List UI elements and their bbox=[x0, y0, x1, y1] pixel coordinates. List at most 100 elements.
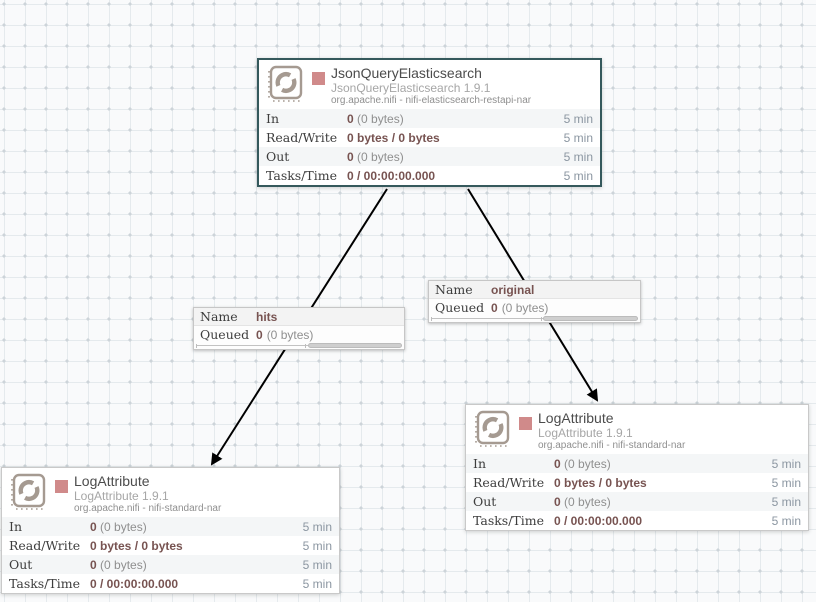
stat-row-out: Out 0 (0 bytes) 5 min bbox=[466, 492, 808, 511]
stat-row-readwrite: Read/Write 0 bytes / 0 bytes 5 min bbox=[466, 473, 808, 492]
stat-window: 5 min bbox=[302, 519, 332, 534]
processor-header: LogAttribute LogAttribute 1.9.1 org.apac… bbox=[2, 468, 339, 517]
stat-row-readwrite: Read/Write 0 bytes / 0 bytes 5 min bbox=[2, 536, 339, 555]
scrollbar-track bbox=[431, 317, 638, 321]
stat-label: Read/Write bbox=[9, 538, 81, 553]
stat-value: 0 bbox=[554, 456, 561, 471]
stat-window: 5 min bbox=[563, 130, 593, 145]
stat-window: 5 min bbox=[771, 494, 801, 509]
stat-detail: (0 bytes) bbox=[353, 149, 404, 164]
processor-bundle: org.apache.nifi - nifi-standard-nar bbox=[74, 503, 222, 514]
stat-window: 5 min bbox=[302, 576, 332, 591]
processor-stamp-icon bbox=[266, 64, 306, 106]
stopped-indicator-icon bbox=[519, 417, 532, 430]
stat-value: 0 bbox=[90, 519, 97, 534]
stat-detail: (0 bytes) bbox=[96, 519, 147, 534]
stat-row-taskstime: Tasks/Time 0 / 00:00:00.000 5 min bbox=[259, 166, 600, 185]
stat-label: Tasks/Time bbox=[266, 168, 338, 183]
stat-value: 0 / 00:00:00.000 bbox=[554, 513, 643, 528]
stat-window: 5 min bbox=[771, 475, 801, 490]
stat-value: 0 bbox=[347, 111, 354, 126]
processor-version: JsonQueryElasticsearch 1.9.1 bbox=[331, 81, 491, 95]
stat-detail: (0 bytes) bbox=[560, 494, 611, 509]
processor-title: LogAttribute bbox=[74, 474, 150, 489]
connection-name-value: original bbox=[491, 282, 535, 297]
stat-window: 5 min bbox=[563, 149, 593, 164]
stat-value: 0 bbox=[90, 557, 97, 572]
processor-title: LogAttribute bbox=[538, 411, 614, 426]
connection-queued-key: Queued bbox=[435, 300, 485, 315]
stat-detail: (0 bytes) bbox=[560, 456, 611, 471]
connection-name-row: Name original bbox=[429, 281, 640, 299]
stat-row-taskstime: Tasks/Time 0 / 00:00:00.000 5 min bbox=[466, 511, 808, 530]
connection-queued-detail: (0 bytes) bbox=[266, 327, 314, 342]
stat-value: 0 bytes / 0 bytes bbox=[554, 475, 647, 490]
connection-queued-key: Queued bbox=[200, 327, 250, 342]
scrollbar-thumb[interactable] bbox=[543, 316, 638, 321]
stat-window: 5 min bbox=[771, 456, 801, 471]
stat-row-out: Out 0 (0 bytes) 5 min bbox=[259, 147, 600, 166]
stat-label: In bbox=[266, 111, 279, 126]
connection-name-key: Name bbox=[435, 282, 473, 297]
processor-version: LogAttribute 1.9.1 bbox=[538, 426, 633, 440]
processor-stats: In 0 (0 bytes) 5 min Read/Write 0 bytes … bbox=[466, 454, 808, 530]
connection-queued-value: 0 bbox=[491, 300, 498, 315]
stat-row-in: In 0 (0 bytes) 5 min bbox=[466, 454, 808, 473]
stat-label: Read/Write bbox=[473, 475, 545, 490]
stat-window: 5 min bbox=[302, 538, 332, 553]
label-scrollbar[interactable] bbox=[194, 343, 404, 349]
processor-header: JsonQueryElasticsearch JsonQueryElastics… bbox=[259, 60, 600, 109]
processor-stamp-icon bbox=[473, 409, 513, 451]
processor-jsonqueryelasticsearch[interactable]: JsonQueryElasticsearch JsonQueryElastics… bbox=[257, 58, 602, 187]
processor-stats: In 0 (0 bytes) 5 min Read/Write 0 bytes … bbox=[2, 517, 339, 593]
connection-name-value: hits bbox=[256, 309, 278, 324]
stat-value: 0 bbox=[347, 149, 354, 164]
stat-label: Out bbox=[9, 557, 33, 572]
processor-stats: In 0 (0 bytes) 5 min Read/Write 0 bytes … bbox=[259, 109, 600, 185]
processor-logattribute-right[interactable]: LogAttribute LogAttribute 1.9.1 org.apac… bbox=[465, 404, 809, 531]
stat-value: 0 bytes / 0 bytes bbox=[347, 130, 440, 145]
stopped-indicator-icon bbox=[312, 72, 325, 85]
stat-window: 5 min bbox=[771, 513, 801, 528]
scrollbar-thumb[interactable] bbox=[307, 343, 402, 348]
stat-window: 5 min bbox=[563, 111, 593, 126]
stat-detail: (0 bytes) bbox=[353, 111, 404, 126]
stat-value: 0 / 00:00:00.000 bbox=[90, 576, 179, 591]
processor-header: LogAttribute LogAttribute 1.9.1 org.apac… bbox=[466, 405, 808, 454]
stat-row-out: Out 0 (0 bytes) 5 min bbox=[2, 555, 339, 574]
stat-row-in: In 0 (0 bytes) 5 min bbox=[2, 517, 339, 536]
stat-row-readwrite: Read/Write 0 bytes / 0 bytes 5 min bbox=[259, 128, 600, 147]
connection-queued-value: 0 bbox=[256, 327, 263, 342]
connection-queued-row: Queued 0 (0 bytes) bbox=[429, 299, 640, 316]
label-scrollbar[interactable] bbox=[429, 316, 640, 322]
stat-row-in: In 0 (0 bytes) 5 min bbox=[259, 109, 600, 128]
stat-detail: (0 bytes) bbox=[96, 557, 147, 572]
stat-window: 5 min bbox=[563, 168, 593, 183]
stat-label: In bbox=[473, 456, 486, 471]
processor-logattribute-left[interactable]: LogAttribute LogAttribute 1.9.1 org.apac… bbox=[1, 467, 340, 594]
processor-bundle: org.apache.nifi - nifi-elasticsearch-res… bbox=[331, 95, 532, 106]
processor-version: LogAttribute 1.9.1 bbox=[74, 489, 169, 503]
stat-label: Out bbox=[266, 149, 290, 164]
connection-name-key: Name bbox=[200, 309, 238, 324]
stat-value: 0 / 00:00:00.000 bbox=[347, 168, 436, 183]
stat-label: Read/Write bbox=[266, 130, 338, 145]
stat-window: 5 min bbox=[302, 557, 332, 572]
stat-label: Tasks/Time bbox=[9, 576, 81, 591]
connection-label-hits[interactable]: Name hits Queued 0 (0 bytes) bbox=[193, 307, 405, 350]
stat-row-taskstime: Tasks/Time 0 / 00:00:00.000 5 min bbox=[2, 574, 339, 593]
stopped-indicator-icon bbox=[55, 480, 68, 493]
processor-stamp-icon bbox=[9, 472, 49, 514]
stat-label: Out bbox=[473, 494, 497, 509]
connection-label-original[interactable]: Name original Queued 0 (0 bytes) bbox=[428, 280, 641, 323]
scrollbar-track bbox=[196, 344, 402, 348]
connection-name-row: Name hits bbox=[194, 308, 404, 326]
stat-label: Tasks/Time bbox=[473, 513, 545, 528]
stat-value: 0 bytes / 0 bytes bbox=[90, 538, 183, 553]
processor-title: JsonQueryElasticsearch bbox=[331, 66, 482, 81]
stat-value: 0 bbox=[554, 494, 561, 509]
connection-queued-row: Queued 0 (0 bytes) bbox=[194, 326, 404, 343]
stat-label: In bbox=[9, 519, 22, 534]
connection-queued-detail: (0 bytes) bbox=[501, 300, 549, 315]
